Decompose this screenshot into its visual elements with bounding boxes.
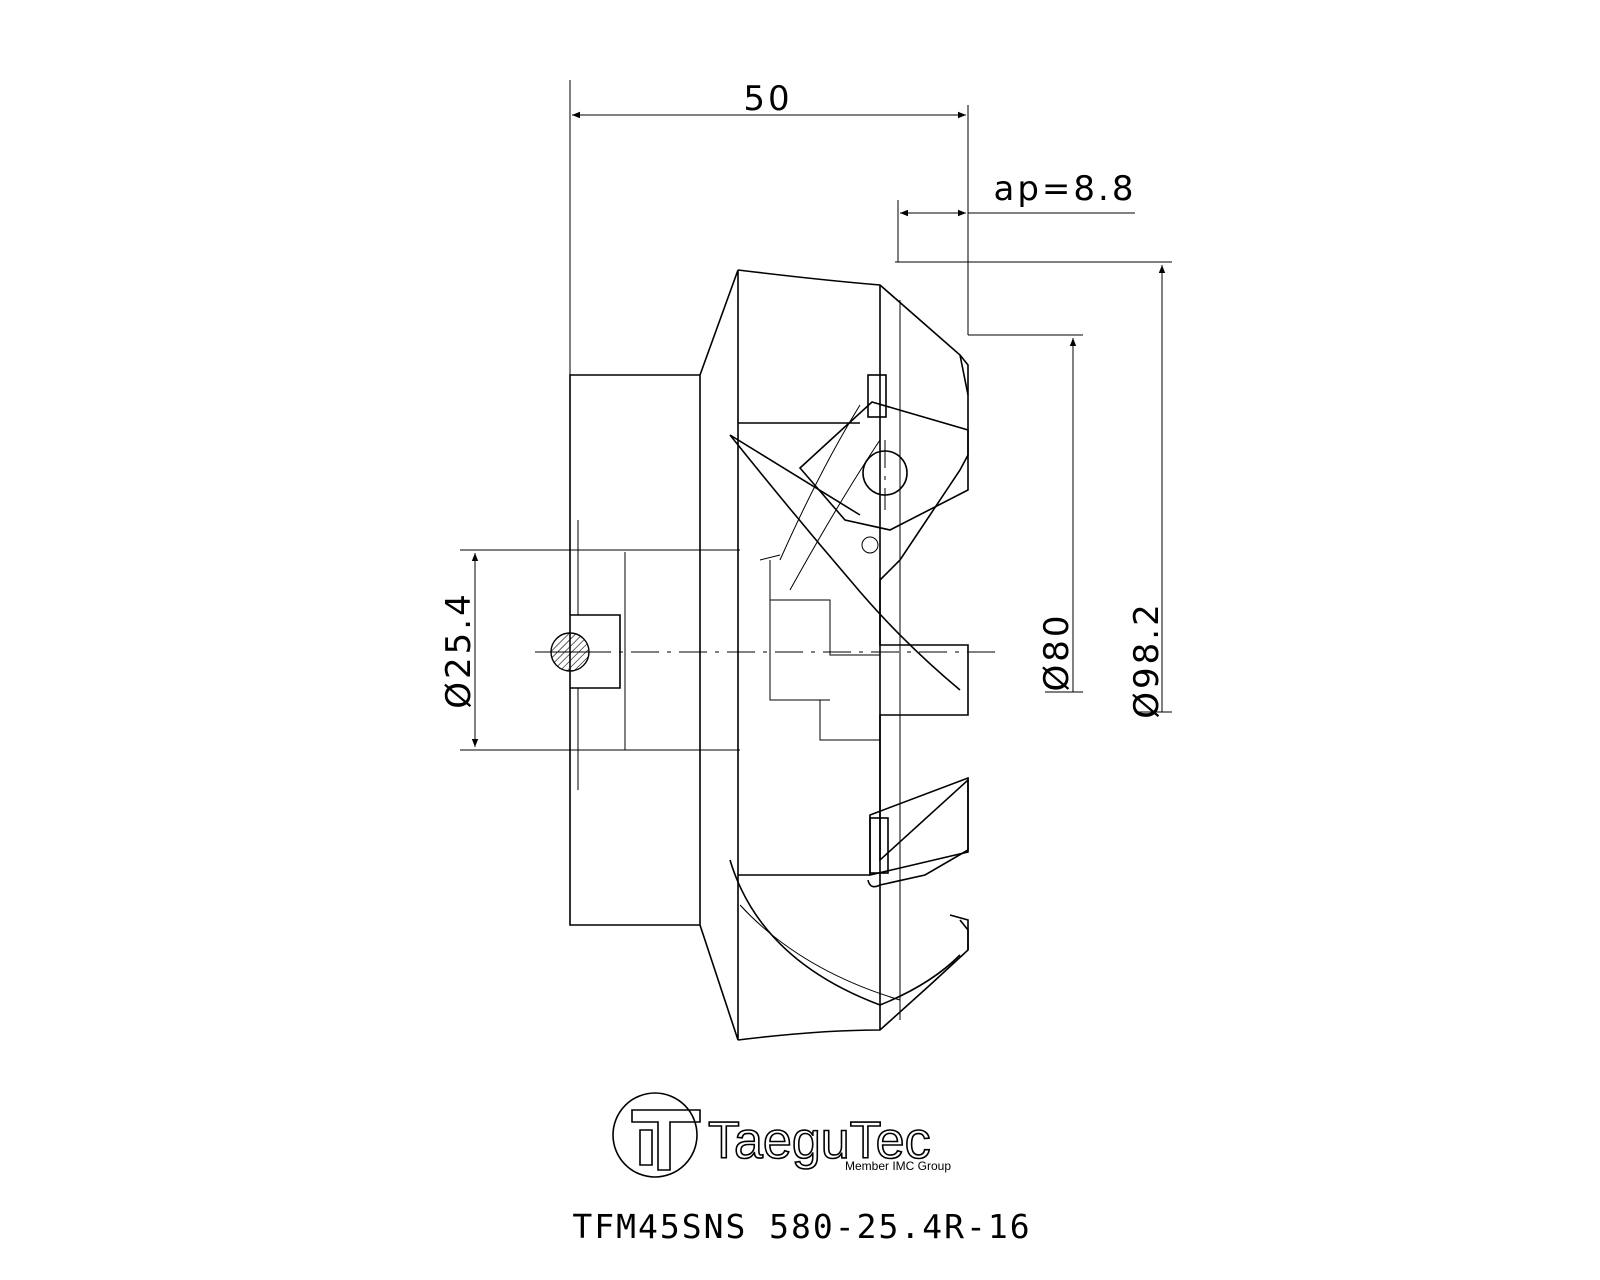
dimension-d80-label: Ø80	[1037, 612, 1077, 691]
dimension-length-label: 50	[743, 79, 792, 119]
dimension-d98: Ø98.2	[895, 261, 1172, 719]
dimension-d98-label: Ø98.2	[1127, 601, 1167, 718]
dimension-bore: Ø25.4	[439, 549, 740, 751]
dimension-ap-label: ap=8.8	[994, 169, 1137, 209]
dimension-bore-label: Ø25.4	[439, 591, 479, 708]
cutter-body	[569, 269, 969, 1041]
dimension-ap: ap=8.8	[897, 169, 1137, 262]
dimension-length: 50	[569, 79, 969, 380]
pin-section	[550, 632, 590, 672]
dimension-d80: Ø80	[968, 334, 1083, 693]
brand-tagline: Member IMC Group	[845, 1159, 951, 1173]
brand-logo: TaeguTec Member IMC Group	[612, 1092, 951, 1178]
model-number: TFM45SNS 580-25.4R-16	[572, 1207, 1031, 1246]
brand-name: TaeguTec	[708, 1112, 931, 1170]
